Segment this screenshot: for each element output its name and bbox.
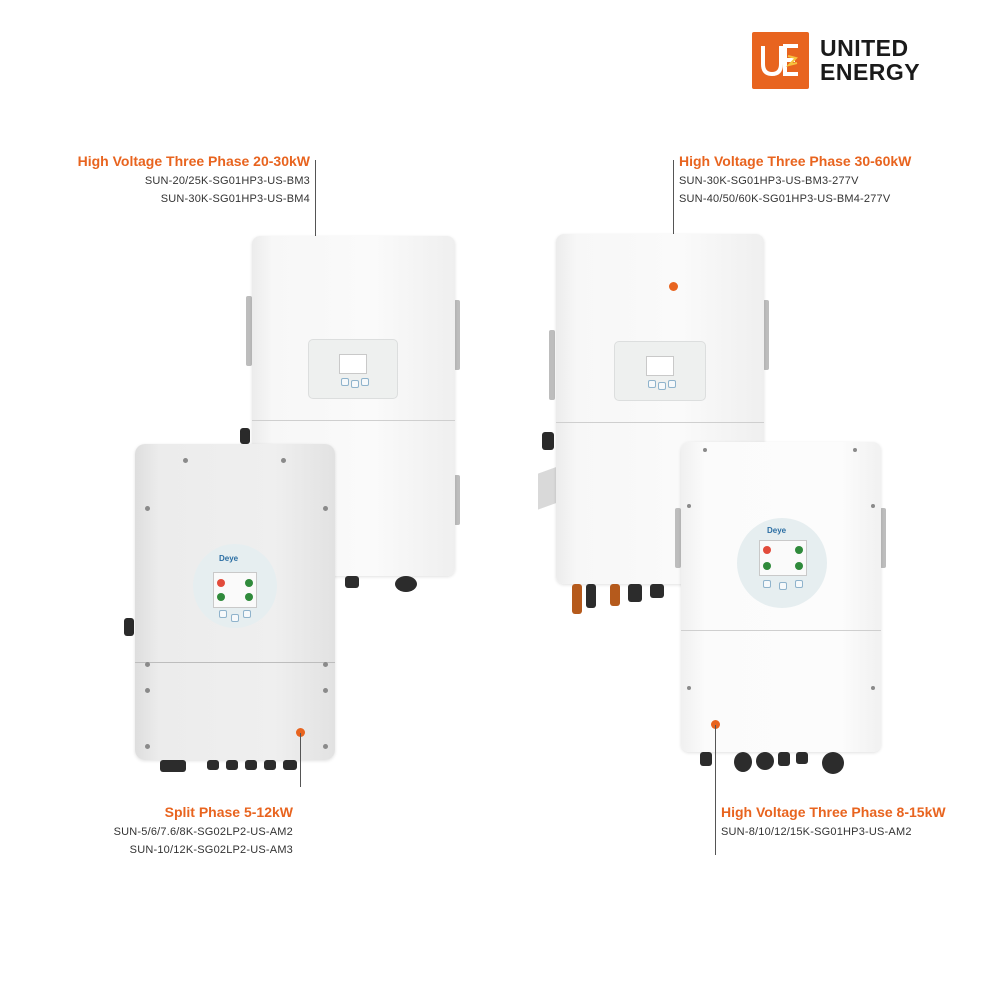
inverter-hv-20-30 bbox=[252, 236, 455, 576]
side-handle bbox=[763, 300, 769, 370]
label-model: SUN-10/12K-SG02LP2-US-AM3 bbox=[129, 844, 293, 856]
label-hv-20-30: High Voltage Three Phase 20-30kW SUN-20/… bbox=[40, 153, 310, 208]
cable-gland bbox=[264, 760, 276, 770]
cable-gland bbox=[756, 752, 774, 770]
dc-connector bbox=[586, 584, 596, 608]
label-title: Split Phase 5-12kW bbox=[164, 804, 293, 820]
leader-line bbox=[673, 160, 674, 285]
side-handle bbox=[675, 508, 681, 568]
marker-dot bbox=[296, 728, 305, 737]
label-model: SUN-30K-SG01HP3-US-BM4 bbox=[160, 193, 310, 205]
lcd-screen bbox=[759, 540, 807, 576]
cable-gland bbox=[700, 752, 712, 766]
panel-button bbox=[243, 610, 251, 618]
panel-button bbox=[779, 582, 787, 590]
side-handle bbox=[549, 330, 555, 400]
panel-button bbox=[231, 614, 239, 622]
lcd-screen bbox=[339, 354, 367, 374]
label-title: High Voltage Three Phase 30-60kW bbox=[679, 153, 912, 169]
inverter-split-phase: Deye bbox=[135, 444, 335, 760]
cable-gland bbox=[345, 576, 359, 588]
label-model: SUN-20/25K-SG01HP3-US-BM3 bbox=[144, 175, 310, 187]
cable-gland bbox=[650, 584, 664, 598]
inverter-hv-8-15: Deye bbox=[681, 442, 881, 752]
label-model: SUN-40/50/60K-SG01HP3-US-BM4-277V bbox=[679, 193, 891, 205]
cable-gland bbox=[628, 584, 642, 602]
control-panel: Deye bbox=[737, 518, 827, 608]
brand-name: UNITED ENERGY bbox=[820, 36, 920, 84]
lcd-screen bbox=[646, 356, 674, 376]
dc-switch-icon bbox=[124, 618, 134, 636]
dc-switch-icon bbox=[240, 428, 250, 444]
cable-gland bbox=[778, 752, 790, 766]
mounting-bracket bbox=[538, 466, 558, 510]
brand-name-line1: UNITED bbox=[820, 35, 909, 61]
cable-gland bbox=[226, 760, 238, 770]
marker-dot bbox=[669, 282, 678, 291]
panel-button bbox=[219, 610, 227, 618]
side-handle bbox=[880, 508, 886, 568]
unit-brand: Deye bbox=[219, 554, 239, 563]
label-title: High Voltage Three Phase 8-15kW bbox=[721, 804, 946, 820]
dc-connector bbox=[572, 584, 582, 614]
brand-logo-mark bbox=[752, 32, 809, 89]
cable-gland bbox=[160, 760, 186, 772]
side-handle bbox=[246, 296, 252, 366]
control-panel: Deye bbox=[193, 544, 277, 628]
marker-dot bbox=[711, 720, 720, 729]
cable-gland bbox=[395, 576, 417, 592]
control-panel bbox=[614, 341, 706, 401]
panel-button bbox=[361, 378, 369, 386]
cable-gland bbox=[822, 752, 844, 774]
leader-line bbox=[315, 160, 316, 282]
label-hv-30-60: High Voltage Three Phase 30-60kW SUN-30K… bbox=[679, 153, 979, 208]
panel-button bbox=[341, 378, 349, 386]
lcd-screen bbox=[213, 572, 257, 608]
cable-gland bbox=[796, 752, 808, 764]
leader-line bbox=[715, 725, 716, 855]
dc-switch-icon bbox=[542, 432, 554, 450]
panel-button bbox=[351, 380, 359, 388]
leader-line bbox=[300, 733, 301, 787]
cable-gland bbox=[245, 760, 257, 770]
panel-button bbox=[658, 382, 666, 390]
panel-button bbox=[763, 580, 771, 588]
label-model: SUN-8/10/12/15K-SG01HP3-US-AM2 bbox=[721, 826, 912, 838]
cable-gland bbox=[734, 752, 752, 772]
label-model: SUN-5/6/7.6/8K-SG02LP2-US-AM2 bbox=[113, 826, 293, 838]
control-panel bbox=[308, 339, 398, 399]
label-split-5-12: Split Phase 5-12kW SUN-5/6/7.6/8K-SG02LP… bbox=[20, 804, 293, 859]
panel-button bbox=[668, 380, 676, 388]
logo-ue-icon bbox=[761, 44, 798, 77]
brand-name-line2: ENERGY bbox=[820, 59, 921, 85]
label-model: SUN-30K-SG01HP3-US-BM3-277V bbox=[679, 175, 859, 187]
cable-gland bbox=[207, 760, 219, 770]
panel-button bbox=[648, 380, 656, 388]
label-hv-8-15: High Voltage Three Phase 8-15kW SUN-8/10… bbox=[721, 804, 981, 841]
unit-brand: Deye bbox=[767, 526, 787, 535]
panel-button bbox=[795, 580, 803, 588]
side-handle bbox=[454, 300, 460, 370]
dc-connector bbox=[610, 584, 620, 606]
cable-gland bbox=[283, 760, 297, 770]
side-handle bbox=[454, 475, 460, 525]
label-title: High Voltage Three Phase 20-30kW bbox=[77, 153, 310, 169]
